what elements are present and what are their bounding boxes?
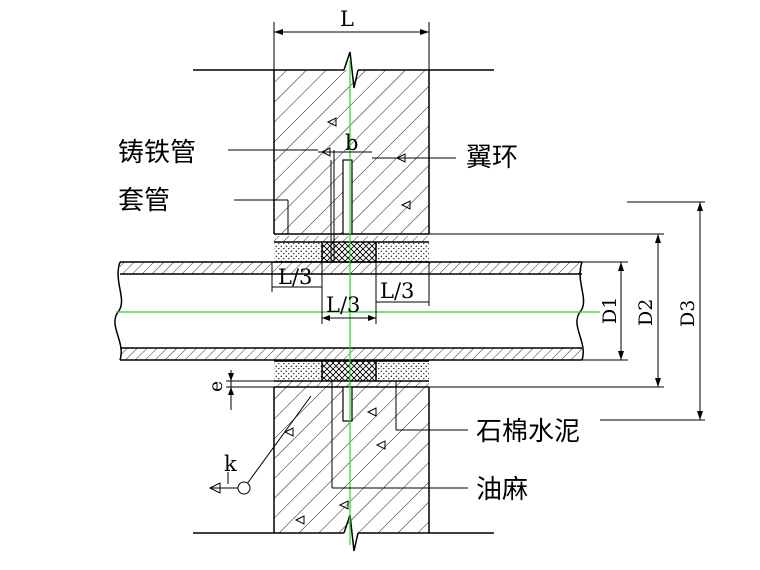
dimension-third-right-label: L/3 (380, 279, 414, 303)
weld-symbol: k (208, 395, 312, 495)
dimension-thirds: L/3 L/3 L/3 (271, 262, 430, 324)
label-oakum: 油麻 (476, 475, 528, 505)
dimension-e: e (205, 370, 274, 410)
dimension-d1: D1 (582, 261, 628, 361)
label-cast-iron-pipe: 铸铁管 (118, 138, 196, 168)
dimension-third-mid-label: L/3 (326, 293, 360, 317)
wing-ring-leader-lines (330, 150, 335, 262)
wing-ring-upper (342, 159, 353, 235)
dimension-b-label: b (345, 131, 358, 155)
dimension-e-label: e (205, 381, 227, 392)
sleeve-lower (274, 360, 429, 388)
dimension-third-left-label: L/3 (278, 265, 312, 289)
label-leader-lines (228, 149, 468, 489)
dimension-b: b (318, 131, 372, 155)
wing-ring-lower (342, 386, 353, 422)
dimension-d2: D2 (429, 233, 664, 388)
dimension-d2-label: D2 (635, 299, 657, 326)
dimension-l-label: L (340, 7, 354, 31)
centerlines (116, 60, 600, 545)
weld-k-label: k (224, 452, 237, 476)
label-asbestos-cement: 石棉水泥 (476, 417, 580, 447)
dimension-l: L (273, 7, 430, 70)
dimension-d1-label: D1 (599, 297, 621, 324)
cast-iron-pipe (114, 261, 585, 361)
wall-boundary-lines (193, 51, 494, 552)
dimension-d3: D3 (600, 201, 705, 421)
sleeve-upper (274, 233, 429, 263)
label-wing-ring: 翼环 (466, 143, 518, 173)
label-sleeve: 套管 (118, 186, 170, 216)
dimension-d3-label: D3 (677, 300, 699, 327)
